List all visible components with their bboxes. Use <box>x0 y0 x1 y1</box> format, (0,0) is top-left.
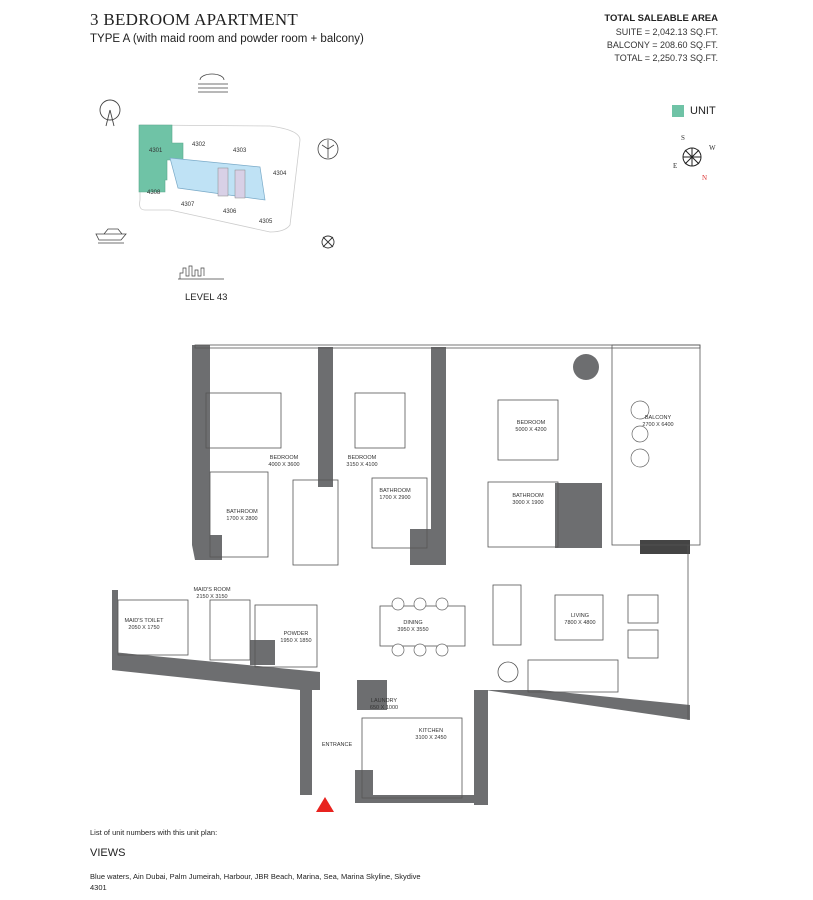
legend: UNIT <box>672 105 716 117</box>
palm-icon <box>317 138 339 160</box>
unit-4301: 4301 <box>149 148 163 154</box>
room-name: MAID'S TOILET <box>124 618 164 624</box>
page-title: 3 BEDROOM APARTMENT <box>90 10 299 29</box>
compass-n: N <box>702 174 707 182</box>
room-size: 2050 X 1750 <box>128 625 160 631</box>
unit-4307: 4307 <box>181 202 195 208</box>
unit-list-label: List of unit numbers with this unit plan… <box>90 828 218 837</box>
walls <box>112 345 690 805</box>
room-size: 4000 X 3600 <box>268 462 300 468</box>
compass-s: S <box>681 134 685 142</box>
room-size: 7800 X 4800 <box>564 620 596 626</box>
key-plan: 4301 4302 4303 4304 4305 4306 4307 4308 … <box>95 73 716 280</box>
balcony-area: BALCONY = 208.60 SQ.FT. <box>606 40 718 50</box>
skyline-icon <box>178 265 224 280</box>
unit-swatch <box>672 105 684 117</box>
views-list: Blue waters, Ain Dubai, Palm Jumeirah, H… <box>90 872 421 881</box>
room-size: 3950 X 3550 <box>397 627 429 633</box>
room-name: BEDROOM <box>347 455 377 461</box>
compass-e: E <box>673 162 677 170</box>
total-area: TOTAL = 2,250.73 SQ.FT. <box>614 53 718 63</box>
ferris-wheel-icon <box>99 99 121 127</box>
unit-numbers: 4301 <box>90 883 107 892</box>
room-size: 5000 X 4200 <box>515 427 547 433</box>
room-size: 1700 X 2800 <box>226 516 258 522</box>
room-name: POWDER <box>283 631 309 637</box>
floor-plan <box>112 344 701 812</box>
area-heading: TOTAL SALEABLE AREA <box>604 13 718 24</box>
sun-sea-icon <box>198 73 228 93</box>
suite-area: SUITE = 2,042.13 SQ.FT. <box>615 27 718 37</box>
room-name: BATHROOM <box>379 488 411 494</box>
compass-w: W <box>709 144 716 152</box>
room-size: 650 X 1000 <box>369 705 399 711</box>
compass-small-icon <box>321 235 335 249</box>
room-size: 1700 X 2900 <box>379 495 411 501</box>
legend-label: UNIT <box>690 105 716 117</box>
views-block: Blue waters, Ain Dubai, Palm Jumeirah, H… <box>90 871 421 893</box>
views-heading: VIEWS <box>90 847 126 859</box>
room-entrance: ENTRANCE <box>322 742 352 749</box>
room-name: BEDROOM <box>269 455 299 461</box>
unit-4306: 4306 <box>223 209 237 215</box>
room-name: LAUNDRY <box>370 698 398 704</box>
unit-4303: 4303 <box>233 148 247 154</box>
room-name: BATHROOM <box>512 493 544 499</box>
room-size: 2150 X 3150 <box>196 594 228 600</box>
room-size: 1950 X 1850 <box>280 638 312 644</box>
room-name: BEDROOM <box>516 420 546 426</box>
room-name: BATHROOM <box>226 509 258 515</box>
room-name: KITCHEN <box>418 728 444 734</box>
unit-type: TYPE A (with maid room and powder room +… <box>90 33 364 45</box>
room-name: BALCONY <box>644 415 672 421</box>
room-size: 3000 X 1900 <box>512 500 544 506</box>
yacht-icon <box>95 228 127 244</box>
unit-4304: 4304 <box>273 171 287 177</box>
room-size: 3150 X 4100 <box>346 462 378 468</box>
room-name: MAID'S ROOM <box>193 587 231 593</box>
unit-4305: 4305 <box>259 219 273 225</box>
unit-4308: 4308 <box>147 190 161 196</box>
room-name: LIVING <box>570 613 590 619</box>
compass-rose-icon <box>682 147 702 167</box>
level-label: LEVEL 43 <box>185 292 228 303</box>
room-name: DINING <box>403 620 423 626</box>
room-name: ENTRANCE <box>321 742 353 748</box>
saleable-area: TOTAL SALEABLE AREA SUITE = 2,042.13 SQ.… <box>604 12 718 65</box>
room-size: 2700 X 6400 <box>642 422 674 428</box>
entrance-marker-icon <box>316 797 334 812</box>
unit-4302: 4302 <box>192 142 206 148</box>
highlighted-unit <box>138 124 184 193</box>
room-size: 3100 X 2450 <box>415 735 447 741</box>
